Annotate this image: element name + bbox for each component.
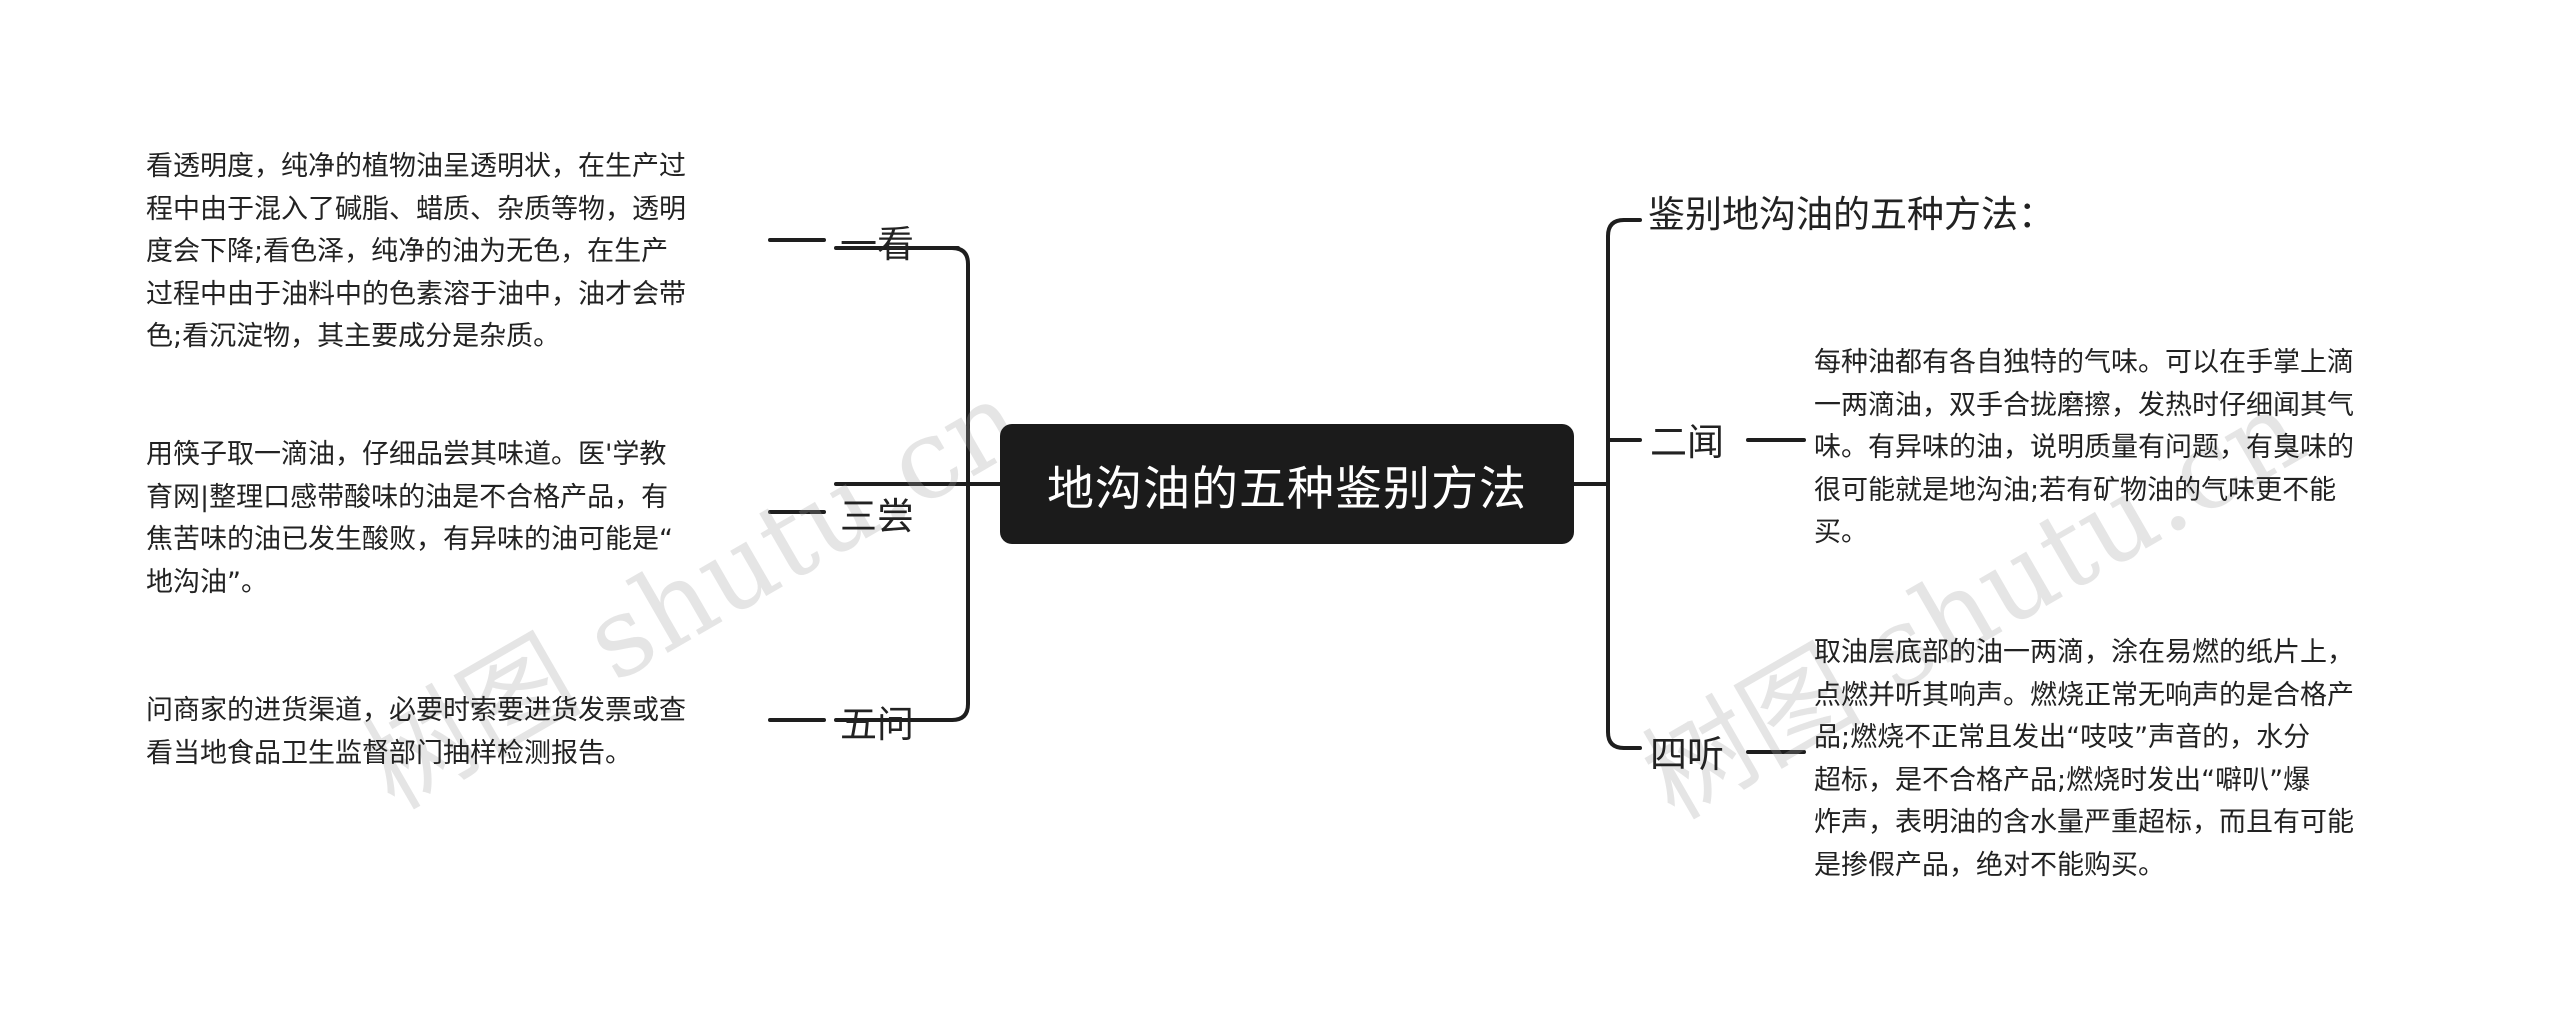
branch-taste[interactable]: 三尝 (840, 495, 914, 538)
leaf-ask-line: 看当地食品卫生监督部门抽样检测报告。 (146, 737, 632, 769)
leaf-listen-line: 取油层底部的油一两滴，涂在易燃的纸片上， (1814, 637, 2354, 668)
leaf-smell-line: 买。 (1814, 517, 1868, 548)
leaf-smell-line: 很可能就是地沟油;若有矿物油的气味更不能 (1814, 474, 2337, 506)
leaf-look-line: 度会下降;看色泽，纯净的油为无色，在生产 (146, 236, 669, 267)
leaf-listen-line: 炸声，表明油的含水量严重超标，而且有可能 (1814, 807, 2354, 838)
leaf-listen-line: 是掺假产品，绝对不能购买。 (1814, 849, 2165, 881)
leaf-taste-line: 焦苦味的油已发生酸败，有异味的油可能是“ (146, 524, 673, 555)
leaf-listen-line: 品;燃烧不正常且发出“吱吱”声音的，水分 (1814, 722, 2311, 753)
leaf-listen[interactable]: 取油层底部的油一两滴，涂在易燃的纸片上， 点燃并听其响声。燃烧正常无响声的是合格… (1814, 632, 2354, 887)
leaf-taste-line: 用筷子取一滴油，仔细品尝其味道。医'学教 (146, 439, 667, 470)
leaf-listen-line: 超标，是不合格产品;燃烧时发出“噼叭”爆 (1814, 764, 2311, 796)
leaf-taste-line: 育网|整理口感带酸味的油是不合格产品，有 (146, 481, 669, 513)
leaf-look[interactable]: 看透明度，纯净的植物油呈透明状，在生产过 程中由于混入了碱脂、蜡质、杂质等物，透… (146, 146, 686, 359)
leaf-taste[interactable]: 用筷子取一滴油，仔细品尝其味道。医'学教 育网|整理口感带酸味的油是不合格产品，… (146, 434, 673, 604)
leaf-look-line: 色;看沉淀物，其主要成分是杂质。 (146, 321, 561, 352)
leaf-ask-line: 问商家的进货渠道，必要时索要进货发票或查 (146, 695, 686, 726)
branch-look[interactable]: 一看 (840, 223, 914, 266)
leaf-smell[interactable]: 每种油都有各自独特的气味。可以在手掌上滴 一两滴油，双手合拢磨擦，发热时仔细闻其… (1814, 342, 2354, 555)
central-topic-label: 地沟油的五种鉴别方法 (1047, 461, 1527, 517)
leaf-look-line: 看透明度，纯净的植物油呈透明状，在生产过 (146, 151, 686, 182)
leaf-smell-line: 一两滴油，双手合拢磨擦，发热时仔细闻其气 (1814, 389, 2354, 421)
leaf-listen-line: 点燃并听其响声。燃烧正常无响声的是合格产 (1814, 679, 2354, 711)
leaf-smell-line: 味。有异味的油，说明质量有问题，有臭味的 (1814, 432, 2354, 463)
central-topic[interactable]: 地沟油的五种鉴别方法 (1000, 424, 1574, 544)
branch-ask[interactable]: 五问 (840, 703, 914, 746)
branch-smell[interactable]: 二闻 (1650, 421, 1724, 464)
branch-listen[interactable]: 四听 (1650, 733, 1724, 776)
leaf-look-line: 程中由于混入了碱脂、蜡质、杂质等物，透明 (146, 193, 686, 225)
leaf-smell-line: 每种油都有各自独特的气味。可以在手掌上滴 (1814, 347, 2354, 378)
leaf-taste-line: 地沟油”。 (146, 566, 268, 598)
right-title[interactable]: 鉴别地沟油的五种方法： (1648, 193, 2055, 236)
right-bracket (1606, 218, 1626, 750)
leaf-look-line: 过程中由于油料中的色素溶于油中，油才会带 (146, 278, 686, 310)
leaf-ask[interactable]: 问商家的进货渠道，必要时索要进货发票或查 看当地食品卫生监督部门抽样检测报告。 (146, 690, 686, 775)
